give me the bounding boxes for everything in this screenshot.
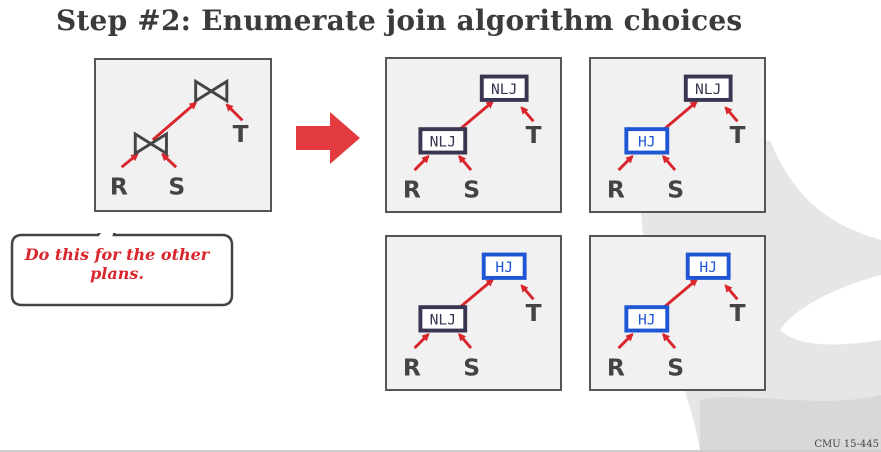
plan-panel: NLJ HJ R S T: [589, 57, 766, 213]
callout-text: Do this for the other plans.: [24, 245, 210, 283]
relation-t: T: [730, 121, 746, 149]
relation-t: T: [233, 120, 249, 148]
algorithm-label: HJ: [638, 134, 656, 151]
slide-title: Step #2: Enumerate join algorithm choice…: [56, 4, 743, 37]
edge-t-to-join: [724, 284, 739, 301]
top-join-algorithm: NLJ: [683, 74, 733, 102]
edge-join-to-join: [151, 101, 198, 141]
join-icon: [194, 78, 229, 104]
plan-tree: HJ NLJ R S T: [403, 252, 542, 381]
bottom-join-algorithm: HJ: [624, 127, 670, 155]
edge-s-to-join: [662, 154, 677, 172]
plan-tree: NLJ HJ R S T: [607, 74, 746, 203]
callout: [10, 233, 234, 307]
edge-r-to-join: [413, 333, 430, 350]
relation-s: S: [667, 353, 684, 381]
edge-t-to-join: [225, 103, 244, 122]
plan-panel: HJ HJ R S T: [589, 235, 766, 391]
relation-s: S: [463, 353, 480, 381]
edge-t-to-join: [520, 106, 535, 123]
plan-tree: HJ HJ R S T: [607, 252, 746, 381]
relation-s: S: [667, 175, 684, 203]
algorithm-label: NLJ: [695, 81, 721, 98]
algorithm-label: HJ: [495, 259, 513, 276]
edge-r-to-join: [413, 155, 430, 172]
relation-r: R: [110, 172, 128, 200]
relation-r: R: [607, 175, 625, 203]
algorithm-label: HJ: [699, 259, 717, 276]
join-icon: [133, 131, 168, 157]
edge-r-to-join: [120, 153, 139, 169]
relation-s: S: [168, 172, 185, 200]
relation-r: R: [403, 175, 421, 203]
top-join-algorithm: HJ: [481, 252, 527, 280]
relation-t: T: [730, 299, 746, 327]
source-plan-panel: R S T: [94, 58, 272, 212]
algorithm-label: HJ: [638, 312, 656, 329]
relation-t: T: [526, 299, 542, 327]
plan-panel: NLJ NLJ R S T: [385, 57, 562, 213]
edge-r-to-join: [617, 333, 634, 350]
edge-s-to-join: [161, 153, 178, 169]
edge-s-to-join: [662, 332, 677, 350]
edge-s-to-join: [458, 154, 473, 172]
plan-panel: HJ NLJ R S T: [385, 235, 562, 391]
relation-s: S: [463, 175, 480, 203]
edge-r-to-join: [617, 155, 634, 172]
algorithm-label: NLJ: [430, 312, 456, 329]
top-join-algorithm: NLJ: [479, 74, 529, 102]
relation-r: R: [607, 353, 625, 381]
right-arrow-icon: [296, 112, 360, 164]
edge-t-to-join: [520, 284, 535, 301]
bottom-join-algorithm: HJ: [624, 305, 670, 333]
relation-t: T: [526, 121, 542, 149]
footer-course: CMU 15-445: [814, 439, 879, 450]
top-join-algorithm: HJ: [685, 252, 731, 280]
source-plan-tree: R S T: [110, 78, 249, 200]
edge-t-to-join: [724, 106, 739, 123]
relation-r: R: [403, 353, 421, 381]
algorithm-label: NLJ: [430, 134, 456, 151]
plan-tree: NLJ NLJ R S T: [403, 74, 542, 203]
bottom-divider: [0, 450, 881, 452]
edge-s-to-join: [458, 332, 473, 350]
bottom-join-algorithm: NLJ: [418, 305, 468, 333]
bottom-join-algorithm: NLJ: [418, 127, 468, 155]
algorithm-label: NLJ: [491, 81, 517, 98]
